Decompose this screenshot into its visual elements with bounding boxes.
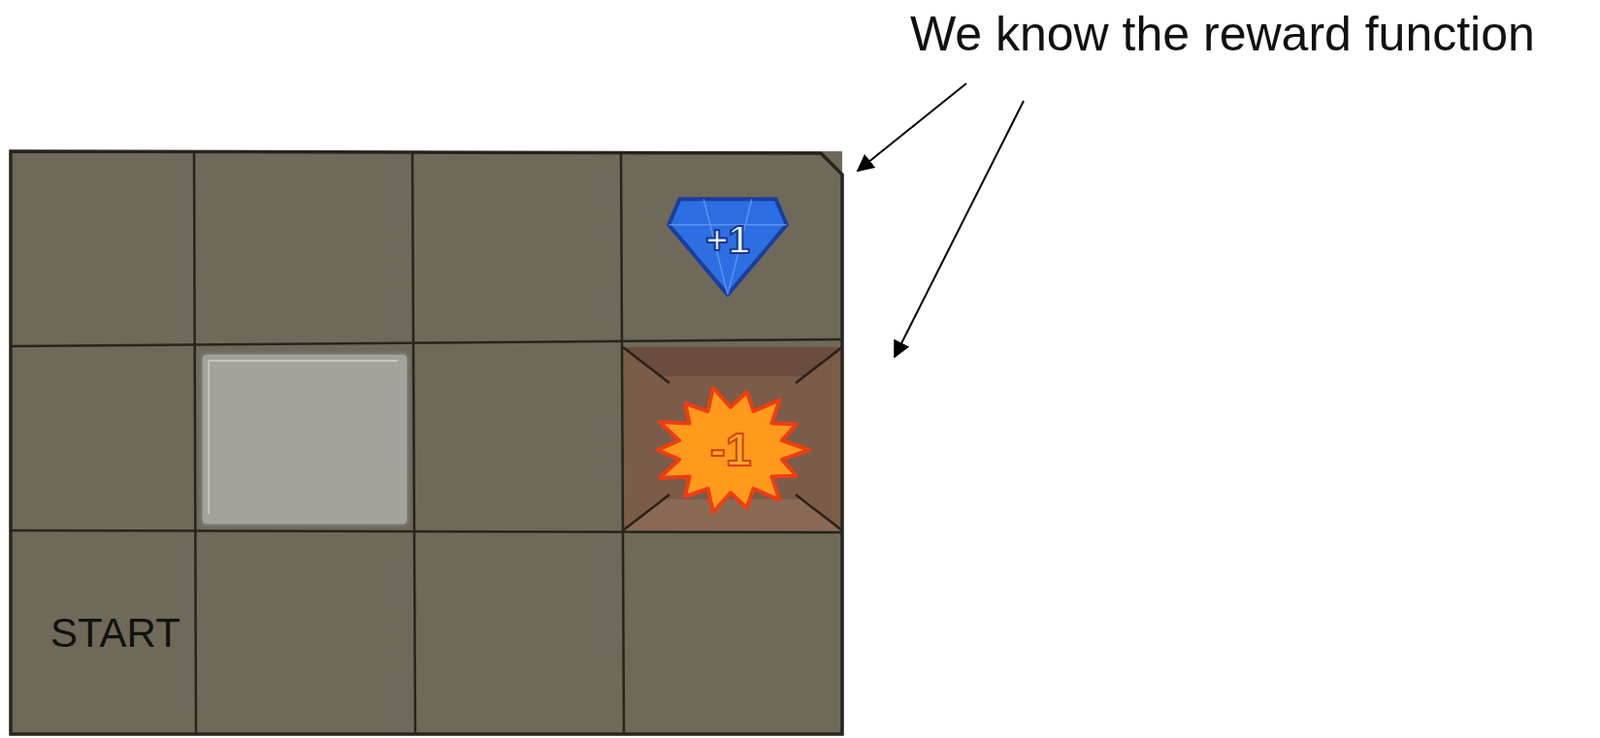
reward-value: -1 xyxy=(710,426,752,474)
gem-reward: +1 xyxy=(667,194,788,297)
grid-border xyxy=(10,151,843,735)
leader-arrow xyxy=(894,100,1024,358)
leader-arrow xyxy=(857,83,967,171)
reward-value: +1 xyxy=(705,220,751,260)
annotation-text: We know the reward function xyxy=(910,7,1535,62)
pit-cell xyxy=(622,347,843,531)
wall-block xyxy=(200,353,409,526)
start-label: START xyxy=(50,611,181,656)
grid-lines xyxy=(10,151,843,735)
explosion-penalty: -1 xyxy=(652,386,810,515)
wall-highlight xyxy=(208,360,398,515)
pit-edge xyxy=(622,347,843,531)
grid-floor xyxy=(10,151,843,735)
wall-cell xyxy=(194,347,414,531)
